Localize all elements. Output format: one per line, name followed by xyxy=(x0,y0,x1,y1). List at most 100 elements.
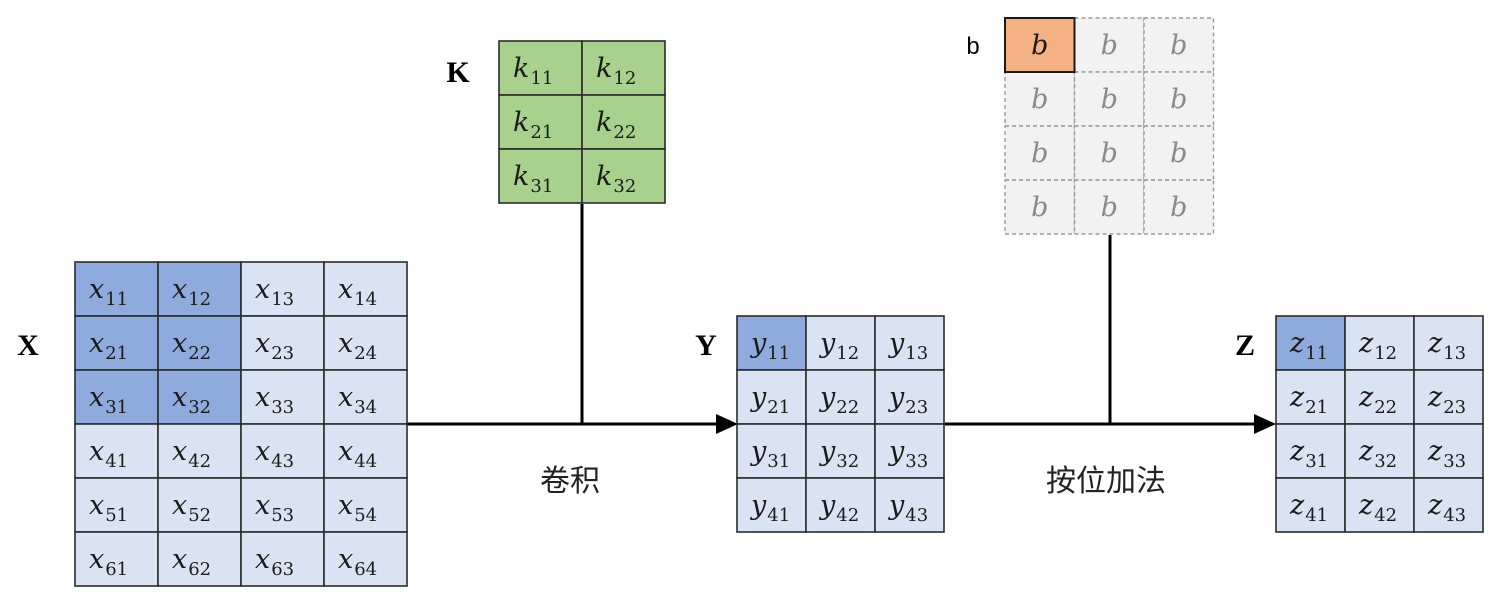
k-cell xyxy=(581,148,666,204)
k-cell-text: k11 xyxy=(513,53,553,89)
x-cell-text: x11 xyxy=(89,274,128,310)
y-cell-text: y31 xyxy=(750,436,790,472)
y-cell xyxy=(874,477,945,533)
b-cell xyxy=(1143,125,1215,181)
b-cell-text: b xyxy=(1170,84,1187,115)
b-cell-text: b xyxy=(1031,138,1048,169)
k-cell xyxy=(498,40,583,96)
y-cell-text: y43 xyxy=(888,490,928,526)
x-cell-text: x53 xyxy=(255,490,294,526)
z-cell xyxy=(1413,477,1484,533)
x-cell-text: x52 xyxy=(172,490,211,526)
x-cell xyxy=(74,531,159,587)
x-cell-text: x51 xyxy=(89,490,128,526)
x-cell-text: x62 xyxy=(172,544,211,580)
b-cell-text: b xyxy=(1031,192,1048,223)
y-cell xyxy=(736,477,807,533)
y-matrix-label: Y xyxy=(695,329,717,362)
x-cell-text: x14 xyxy=(338,274,377,310)
y-cell-text: y33 xyxy=(888,436,928,472)
y-cell-text: y42 xyxy=(819,490,859,526)
x-cell xyxy=(74,423,159,479)
x-cell-text: x13 xyxy=(255,274,294,310)
x-cell-text: x42 xyxy=(172,436,211,472)
b-cell xyxy=(1143,179,1215,235)
y-cell xyxy=(805,477,876,533)
k-cell xyxy=(581,94,666,150)
x-cell xyxy=(240,423,325,479)
x-cell xyxy=(74,477,159,533)
b-cell-text: b xyxy=(1031,30,1048,61)
x-cell-text: x23 xyxy=(255,328,294,364)
b-cell xyxy=(1073,179,1145,235)
y-cell-text: y13 xyxy=(888,328,928,364)
y-cell-text: y41 xyxy=(750,490,790,526)
z-cell-text: z32 xyxy=(1358,436,1397,472)
z-cell xyxy=(1413,369,1484,425)
x-cell xyxy=(240,315,325,371)
z-cell-text: z41 xyxy=(1289,490,1328,526)
y-cell-text: y23 xyxy=(888,382,928,418)
b-cell xyxy=(1004,179,1076,235)
b-cell-text: b xyxy=(1170,192,1187,223)
x-cell-text: x63 xyxy=(255,544,294,580)
b-cell-text: b xyxy=(1170,138,1187,169)
x-cell-text: x33 xyxy=(255,382,294,418)
z-matrix-label: Z xyxy=(1235,329,1255,362)
k-cell xyxy=(581,40,666,96)
conv-label: 卷积 xyxy=(540,464,600,499)
x-cell-text: x61 xyxy=(89,544,128,580)
x-matrix-label: X xyxy=(17,329,39,362)
z-cell-text: z31 xyxy=(1289,436,1328,472)
b-matrix-label: b xyxy=(966,33,979,60)
y-cell xyxy=(874,315,945,371)
y-cell xyxy=(736,369,807,425)
x-cell xyxy=(157,261,242,317)
x-cell-text: x12 xyxy=(172,274,211,310)
z-cell xyxy=(1275,477,1346,533)
x-cell-text: x21 xyxy=(89,328,128,364)
z-cell xyxy=(1344,477,1415,533)
b-cell-text: b xyxy=(1101,192,1118,223)
x-to-y-arrowhead xyxy=(716,414,738,434)
x-cell xyxy=(323,369,408,425)
b-cell xyxy=(1073,125,1145,181)
y-cell xyxy=(805,369,876,425)
x-cell-text: x64 xyxy=(338,544,377,580)
k-cell-text: k32 xyxy=(596,161,636,197)
x-cell-text: x24 xyxy=(338,328,377,364)
b-cell xyxy=(1073,71,1145,127)
x-cell xyxy=(157,423,242,479)
b-cell xyxy=(1143,17,1215,73)
b-highlight-border xyxy=(1004,17,1076,73)
b-cell-text: b xyxy=(1031,84,1048,115)
x-cell xyxy=(240,531,325,587)
k-cell-text: k21 xyxy=(513,107,553,143)
y-cell-text: y21 xyxy=(750,382,790,418)
x-cell-text: x41 xyxy=(89,436,128,472)
y-cell-text: y12 xyxy=(819,328,859,364)
k-cell-text: k31 xyxy=(513,161,553,197)
x-cell-text: x43 xyxy=(255,436,294,472)
z-cell-text: z11 xyxy=(1289,328,1328,364)
x-cell-text: x31 xyxy=(89,382,128,418)
b-cell-text: b xyxy=(1101,30,1118,61)
b-cell xyxy=(1004,125,1076,181)
z-cell-text: z43 xyxy=(1427,490,1466,526)
x-cell-text: x44 xyxy=(338,436,377,472)
x-cell xyxy=(323,531,408,587)
z-cell-text: z12 xyxy=(1358,328,1397,364)
z-cell xyxy=(1344,369,1415,425)
y-to-z-arrowhead xyxy=(1254,414,1276,434)
x-cell-text: x22 xyxy=(172,328,211,364)
y-cell-text: y32 xyxy=(819,436,859,472)
b-cell xyxy=(1143,71,1215,127)
y-cell xyxy=(874,369,945,425)
y-cell xyxy=(736,315,807,371)
z-cell-text: z22 xyxy=(1358,382,1397,418)
